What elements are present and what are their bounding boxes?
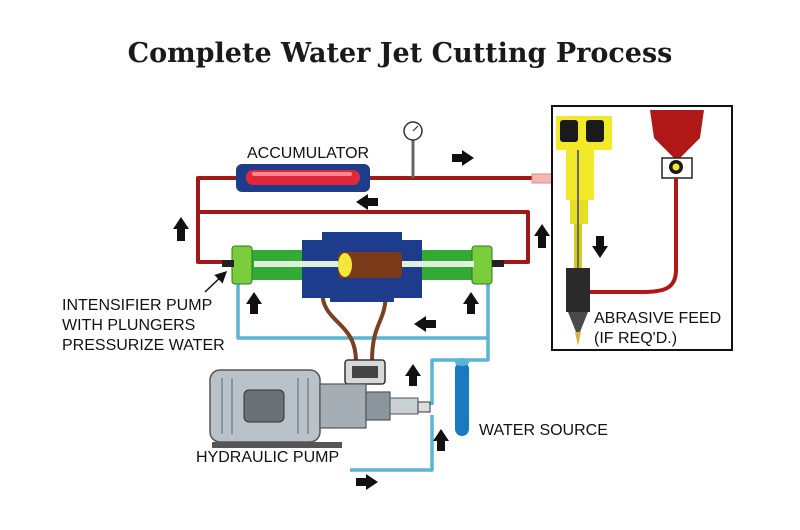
arrow-up-icon (173, 217, 189, 241)
water-source-tank (455, 358, 469, 436)
abrasive-label-2: (IF REQ'D.) (594, 330, 677, 347)
pressure-gauge-icon (403, 121, 423, 178)
abrasive-label-1: ABRASIVE FEED (594, 310, 721, 327)
high-pressure-lines (196, 176, 545, 264)
arrow-up-icon (433, 429, 449, 451)
arrow-up-icon (463, 292, 479, 314)
arrow-left-icon (414, 316, 436, 332)
water-source-label: WATER SOURCE (479, 422, 608, 439)
intensifier-label-2: WITH PLUNGERS (62, 317, 195, 334)
arrow-right-icon (356, 474, 378, 490)
cutting-head (556, 116, 612, 346)
arrow-up-icon (405, 364, 421, 386)
accumulator (236, 164, 370, 192)
abrasive-feed-line (590, 178, 678, 294)
accumulator-label: ACCUMULATOR (247, 145, 369, 162)
intensifier-pointer (204, 270, 228, 293)
diagram-title: Complete Water Jet Cutting Process (127, 38, 673, 69)
arrow-right-icon (452, 150, 474, 166)
arrow-up-icon (534, 224, 550, 248)
intensifier-label-1: INTENSIFIER PUMP (62, 297, 212, 314)
hydraulic-pump-label: HYDRAULIC PUMP (196, 449, 339, 466)
arrow-down-icon (592, 236, 608, 258)
flow-arrows (173, 150, 608, 490)
arrow-left-icon (356, 194, 378, 210)
intensifier-label-3: PRESSURIZE WATER (62, 337, 225, 354)
hydraulic-pump (209, 359, 431, 448)
intensifier-pump (222, 232, 504, 302)
arrow-up-icon (246, 292, 262, 314)
